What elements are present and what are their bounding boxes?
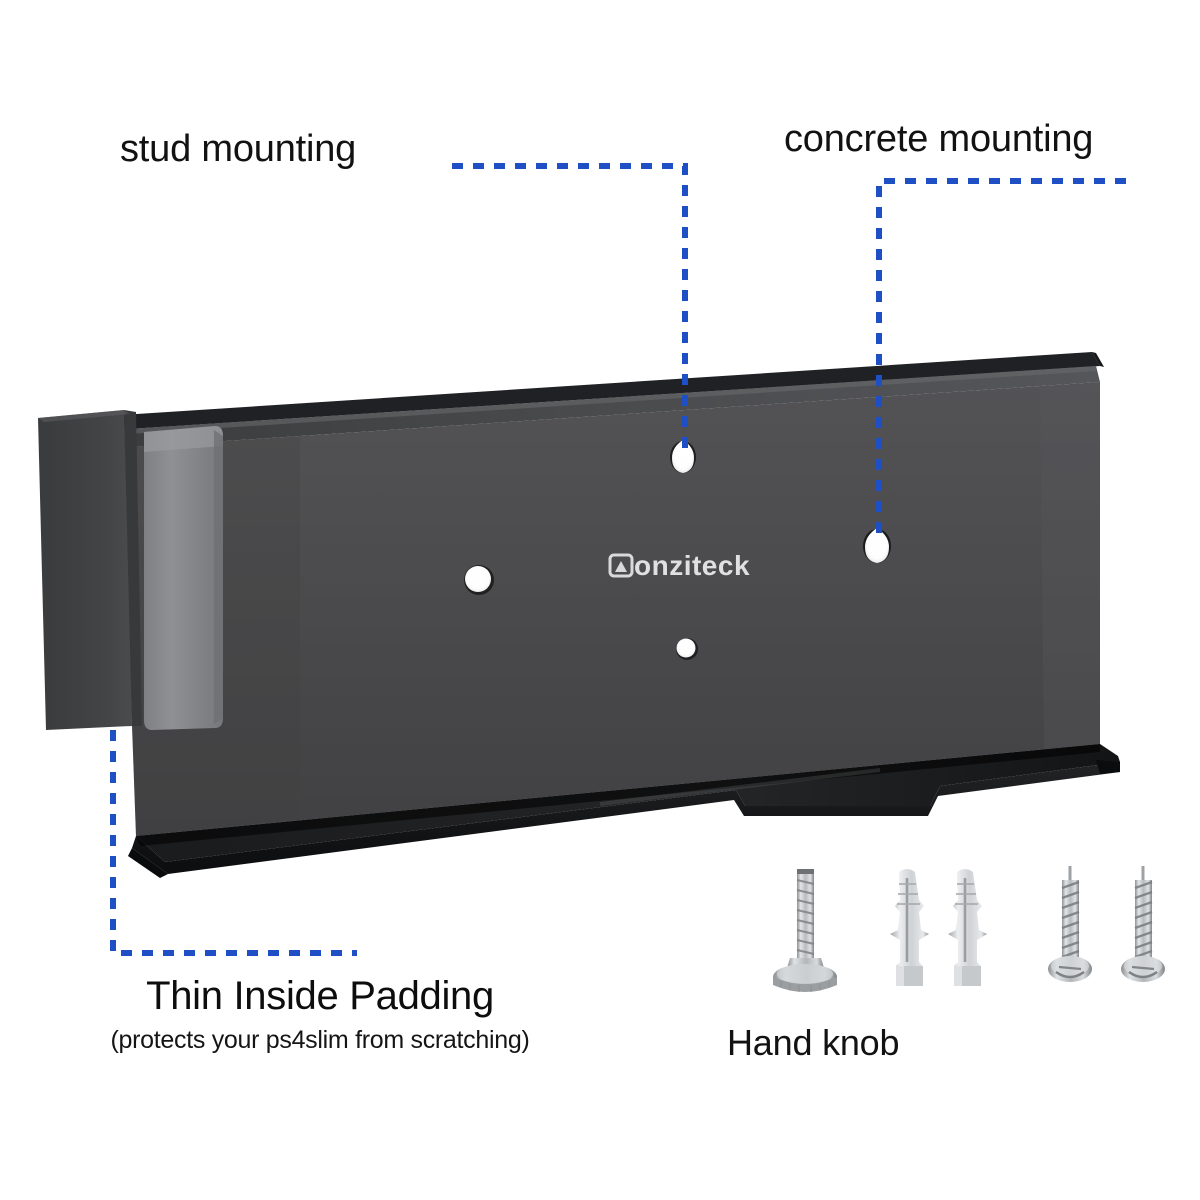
hand-knob-screw <box>773 869 837 992</box>
stud-mounting-label: stud mounting <box>120 128 357 170</box>
bracket-bottom-shelf <box>128 744 1120 878</box>
bracket-top-face <box>114 366 1100 448</box>
padding-label: Thin Inside Padding <box>146 974 494 1018</box>
padding-caption-block: Thin Inside Padding (protects your ps4sl… <box>40 975 600 1055</box>
lower-center-hole <box>676 638 698 660</box>
stud-callout-line <box>452 163 688 452</box>
wall-anchor <box>890 869 929 986</box>
wood-screw <box>1048 866 1092 982</box>
stud-mounting-hole <box>670 440 696 473</box>
concrete-mounting-label: concrete mounting <box>784 118 1094 160</box>
bracket-top-lip <box>106 352 1104 430</box>
concrete-callout-line <box>876 178 1126 536</box>
wood-screw <box>1121 866 1165 982</box>
svg-text:onziteck: onziteck <box>634 550 750 581</box>
padding-sublabel: (protects your ps4slim from scratching) <box>110 1026 530 1054</box>
inside-padding-strip <box>144 426 223 730</box>
concrete-mounting-hole <box>863 528 891 563</box>
hand-knob-label: Hand knob <box>727 1022 900 1063</box>
bracket-front-panel <box>122 382 1100 836</box>
left-round-hole <box>464 565 494 595</box>
padding-callout-line <box>110 730 357 956</box>
bracket-left-endcap <box>38 410 142 730</box>
brand-logo: onziteck <box>608 550 750 581</box>
wall-anchor <box>948 869 987 986</box>
